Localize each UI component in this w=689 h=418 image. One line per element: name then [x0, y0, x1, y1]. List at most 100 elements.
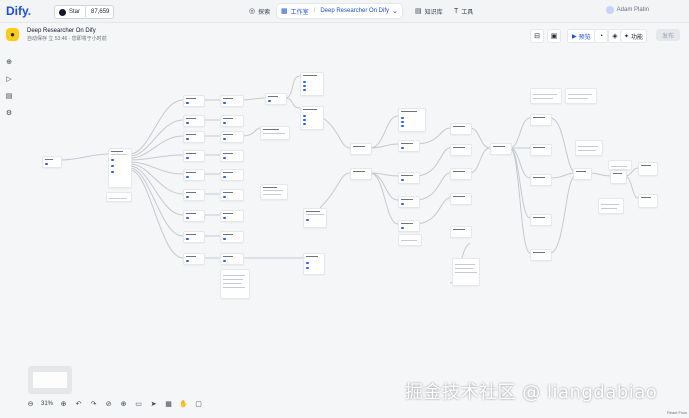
- llm-node[interactable]: [530, 144, 552, 156]
- book-icon: ▤: [415, 8, 422, 15]
- fit-view-icon[interactable]: ▢: [195, 401, 202, 408]
- llm-node[interactable]: [398, 196, 420, 208]
- llm-node[interactable]: [183, 169, 205, 181]
- llm-node[interactable]: [398, 220, 420, 232]
- note-node[interactable]: [452, 258, 480, 286]
- llm-node[interactable]: [183, 131, 205, 143]
- llm-node[interactable]: [183, 115, 205, 127]
- minimap[interactable]: [28, 366, 72, 394]
- llm-node[interactable]: [530, 249, 552, 261]
- env-variables-button[interactable]: ⊟: [530, 29, 544, 43]
- nav-knowledge[interactable]: ▤ 知识库: [415, 8, 443, 16]
- variable-node[interactable]: [398, 234, 422, 246]
- history-icon[interactable]: ⊘: [105, 401, 112, 408]
- llm-node[interactable]: [183, 253, 205, 265]
- tool-node[interactable]: [220, 210, 244, 222]
- llm-node[interactable]: [303, 208, 327, 228]
- template-node[interactable]: [260, 184, 288, 200]
- llm-node[interactable]: [398, 172, 420, 184]
- llm-node[interactable]: [183, 231, 205, 243]
- llm-node[interactable]: [450, 226, 472, 238]
- llm-node[interactable]: [450, 168, 472, 180]
- llm-node[interactable]: [183, 189, 205, 201]
- layout-icon[interactable]: ▦: [165, 401, 172, 408]
- note-node[interactable]: [106, 192, 132, 202]
- llm-node[interactable]: [183, 95, 205, 107]
- variables-icon: ⊟: [534, 33, 540, 40]
- iteration-node[interactable]: [300, 106, 324, 130]
- run-icon[interactable]: ▷: [6, 76, 12, 83]
- tool-node[interactable]: [220, 189, 244, 201]
- app-switcher[interactable]: Deep Researcher On Dify: [320, 8, 390, 14]
- llm-node[interactable]: [530, 114, 552, 126]
- llm-node[interactable]: [610, 170, 627, 184]
- answer-node[interactable]: [638, 162, 658, 176]
- dify-logo[interactable]: Dify.: [6, 4, 32, 18]
- redo-icon[interactable]: ↷: [90, 401, 97, 408]
- start-node[interactable]: [42, 156, 62, 168]
- end-node[interactable]: [638, 194, 658, 208]
- pointer-icon[interactable]: ➤: [150, 401, 157, 408]
- aggregator-node[interactable]: [265, 93, 287, 105]
- tool-node[interactable]: [220, 169, 244, 181]
- tool-node[interactable]: [220, 95, 244, 107]
- hand-icon[interactable]: ✋: [179, 401, 188, 408]
- llm-node[interactable]: [530, 214, 552, 226]
- note-node[interactable]: [598, 198, 624, 214]
- minimap-viewport[interactable]: [33, 372, 67, 388]
- tool-node[interactable]: [220, 253, 244, 265]
- llm-node[interactable]: [530, 174, 552, 186]
- note-icon[interactable]: ▭: [135, 401, 142, 408]
- settings-icon[interactable]: ⚙: [5, 110, 13, 117]
- nav-explore[interactable]: ◎ 探索: [249, 8, 271, 16]
- llm-node[interactable]: [183, 210, 205, 222]
- nav-studio[interactable]: ▦ 工作室 / Deep Researcher On Dify ⌄: [277, 4, 402, 18]
- tool-node[interactable]: [220, 131, 244, 143]
- chevron-down-icon[interactable]: ⌄: [392, 8, 398, 15]
- play-icon: ▶: [572, 33, 577, 40]
- undo-icon[interactable]: ↶: [75, 401, 82, 408]
- llm-node[interactable]: [450, 123, 472, 135]
- app-icon: ●: [6, 28, 19, 41]
- user-menu[interactable]: Adam Platin: [605, 6, 649, 14]
- studio-icon: ▦: [281, 8, 288, 15]
- code-node[interactable]: [260, 126, 290, 140]
- features-button[interactable]: ✦ 功能: [620, 29, 648, 43]
- llm-node[interactable]: [450, 144, 472, 156]
- iteration-node[interactable]: [398, 108, 426, 132]
- llm-node[interactable]: [183, 150, 205, 162]
- if-else-node[interactable]: [350, 143, 372, 155]
- note-node[interactable]: [575, 140, 603, 156]
- react-flow-attribution[interactable]: React Flow: [667, 410, 688, 415]
- tool-node[interactable]: [220, 231, 244, 243]
- save-button[interactable]: ▣: [547, 29, 561, 43]
- nav-tools[interactable]: T 工具: [454, 7, 474, 16]
- zoom-in-icon[interactable]: ⊕: [60, 401, 67, 408]
- publish-button[interactable]: 发布: [656, 29, 681, 41]
- aggregator-node[interactable]: [573, 168, 592, 180]
- llm-node[interactable]: [450, 193, 472, 205]
- add-node-icon[interactable]: ⊕: [6, 59, 12, 66]
- note-node[interactable]: [608, 160, 632, 170]
- zoom-level[interactable]: 31%: [41, 401, 54, 407]
- add-block-icon[interactable]: ⊕: [120, 401, 127, 408]
- zoom-out-icon[interactable]: ⊖: [27, 401, 34, 408]
- llm-node[interactable]: [398, 140, 420, 152]
- github-star-label: Star: [69, 9, 81, 15]
- features-icon: ✦: [624, 33, 630, 40]
- note-node[interactable]: [220, 269, 250, 299]
- avatar: [605, 6, 614, 14]
- note-node[interactable]: [565, 88, 597, 104]
- iteration-node[interactable]: [300, 72, 324, 96]
- aggregator-node[interactable]: [490, 143, 512, 155]
- if-else-node[interactable]: [350, 168, 372, 180]
- preview-run-button[interactable]: ▶ 预览: [567, 29, 596, 43]
- answer-node[interactable]: [303, 253, 325, 275]
- history-button[interactable]: ◔: [594, 29, 608, 43]
- tool-node[interactable]: [220, 150, 244, 162]
- note-node[interactable]: [530, 88, 562, 104]
- classifier-node[interactable]: [108, 148, 132, 188]
- log-icon[interactable]: ▤: [5, 93, 13, 100]
- tool-node[interactable]: [220, 115, 244, 127]
- github-star-button[interactable]: Star 87,659: [54, 5, 115, 19]
